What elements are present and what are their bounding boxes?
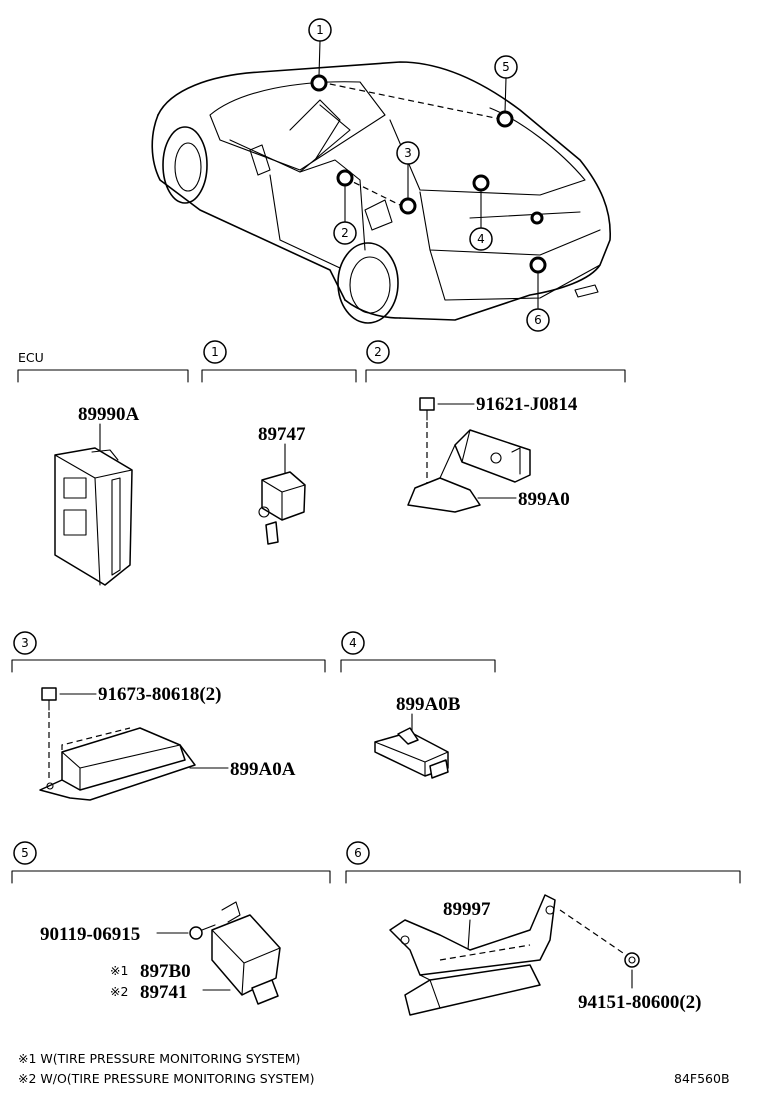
- part-899A0A[interactable]: 899A0A: [230, 759, 296, 780]
- sensor-899A0B-drawing: [374, 727, 449, 779]
- svg-text:2: 2: [374, 345, 382, 359]
- svg-text:1: 1: [211, 345, 219, 359]
- sensor-89741-drawing: [211, 901, 281, 1005]
- callout-6: 6: [526, 308, 550, 332]
- callout-4: 4: [469, 227, 493, 251]
- ecu-label: ECU: [18, 350, 44, 365]
- part-89990A[interactable]: 89990A: [78, 404, 140, 425]
- svg-text:3: 3: [21, 636, 29, 650]
- sensor-89747-drawing: [258, 471, 306, 545]
- part-899A0[interactable]: 899A0: [518, 489, 570, 510]
- callout-1: 1: [308, 18, 332, 42]
- part-89997[interactable]: 89997: [443, 899, 491, 920]
- callout-2: 2: [333, 221, 357, 245]
- svg-text:5: 5: [502, 60, 510, 74]
- callout-3: 3: [396, 141, 420, 165]
- bracket-899A0-drawing: [407, 429, 531, 513]
- note-1: ※1 W(TIRE PRESSURE MONITORING SYSTEM): [18, 1051, 300, 1066]
- svg-text:1: 1: [316, 23, 324, 37]
- part-897B0[interactable]: 897B0: [140, 961, 191, 982]
- bolt-91673-80618[interactable]: 91673-80618(2): [98, 684, 221, 705]
- note-mark-1: ※1: [110, 963, 128, 978]
- module-899A0A-drawing: [39, 727, 196, 801]
- bolt-icon: [189, 924, 216, 940]
- svg-text:4: 4: [349, 636, 357, 650]
- callout-5: 5: [494, 55, 518, 79]
- svg-text:6: 6: [354, 846, 362, 860]
- bolt-icon: [41, 687, 57, 711]
- ecu-module-drawing: [54, 447, 133, 586]
- svg-text:4: 4: [477, 232, 485, 246]
- car-illustration: [151, 40, 611, 324]
- section-ecu: ECU 89990A: [17, 350, 189, 586]
- part-89747[interactable]: 89747: [258, 424, 306, 445]
- bolt-icon: [419, 397, 435, 421]
- svg-text:2: 2: [341, 226, 349, 240]
- section-4: 4 899A0B: [340, 631, 496, 779]
- notes: ※1 W(TIRE PRESSURE MONITORING SYSTEM) ※2…: [18, 1051, 730, 1086]
- note-mark-2: ※2: [110, 984, 128, 999]
- svg-text:3: 3: [404, 146, 412, 160]
- section-1: 1 89747: [201, 340, 357, 545]
- bolt-90119-06915[interactable]: 90119-06915: [40, 924, 140, 945]
- section-2: 2 91621-J0814 899A0: [365, 340, 626, 513]
- section-6: 6 89997 94151-80600(2): [345, 841, 741, 1016]
- part-89741[interactable]: 89741: [140, 982, 188, 1003]
- svg-text:5: 5: [21, 846, 29, 860]
- note-2: ※2 W/O(TIRE PRESSURE MONITORING SYSTEM): [18, 1071, 314, 1086]
- bracket-89997-drawing: [389, 894, 556, 1016]
- diagram-code: 84F560B: [674, 1071, 730, 1086]
- nut-icon: [624, 952, 640, 968]
- section-5: 5 90119-06915 ※1 897B0 ※2 89741: [11, 841, 331, 1005]
- nut-94151-80600[interactable]: 94151-80600(2): [578, 992, 701, 1013]
- bolt-91621-J0814[interactable]: 91621-J0814: [476, 394, 578, 415]
- section-3: 3 91673-80618(2) 899A0A: [11, 631, 326, 801]
- svg-text:6: 6: [534, 313, 542, 327]
- part-899A0B[interactable]: 899A0B: [396, 694, 461, 715]
